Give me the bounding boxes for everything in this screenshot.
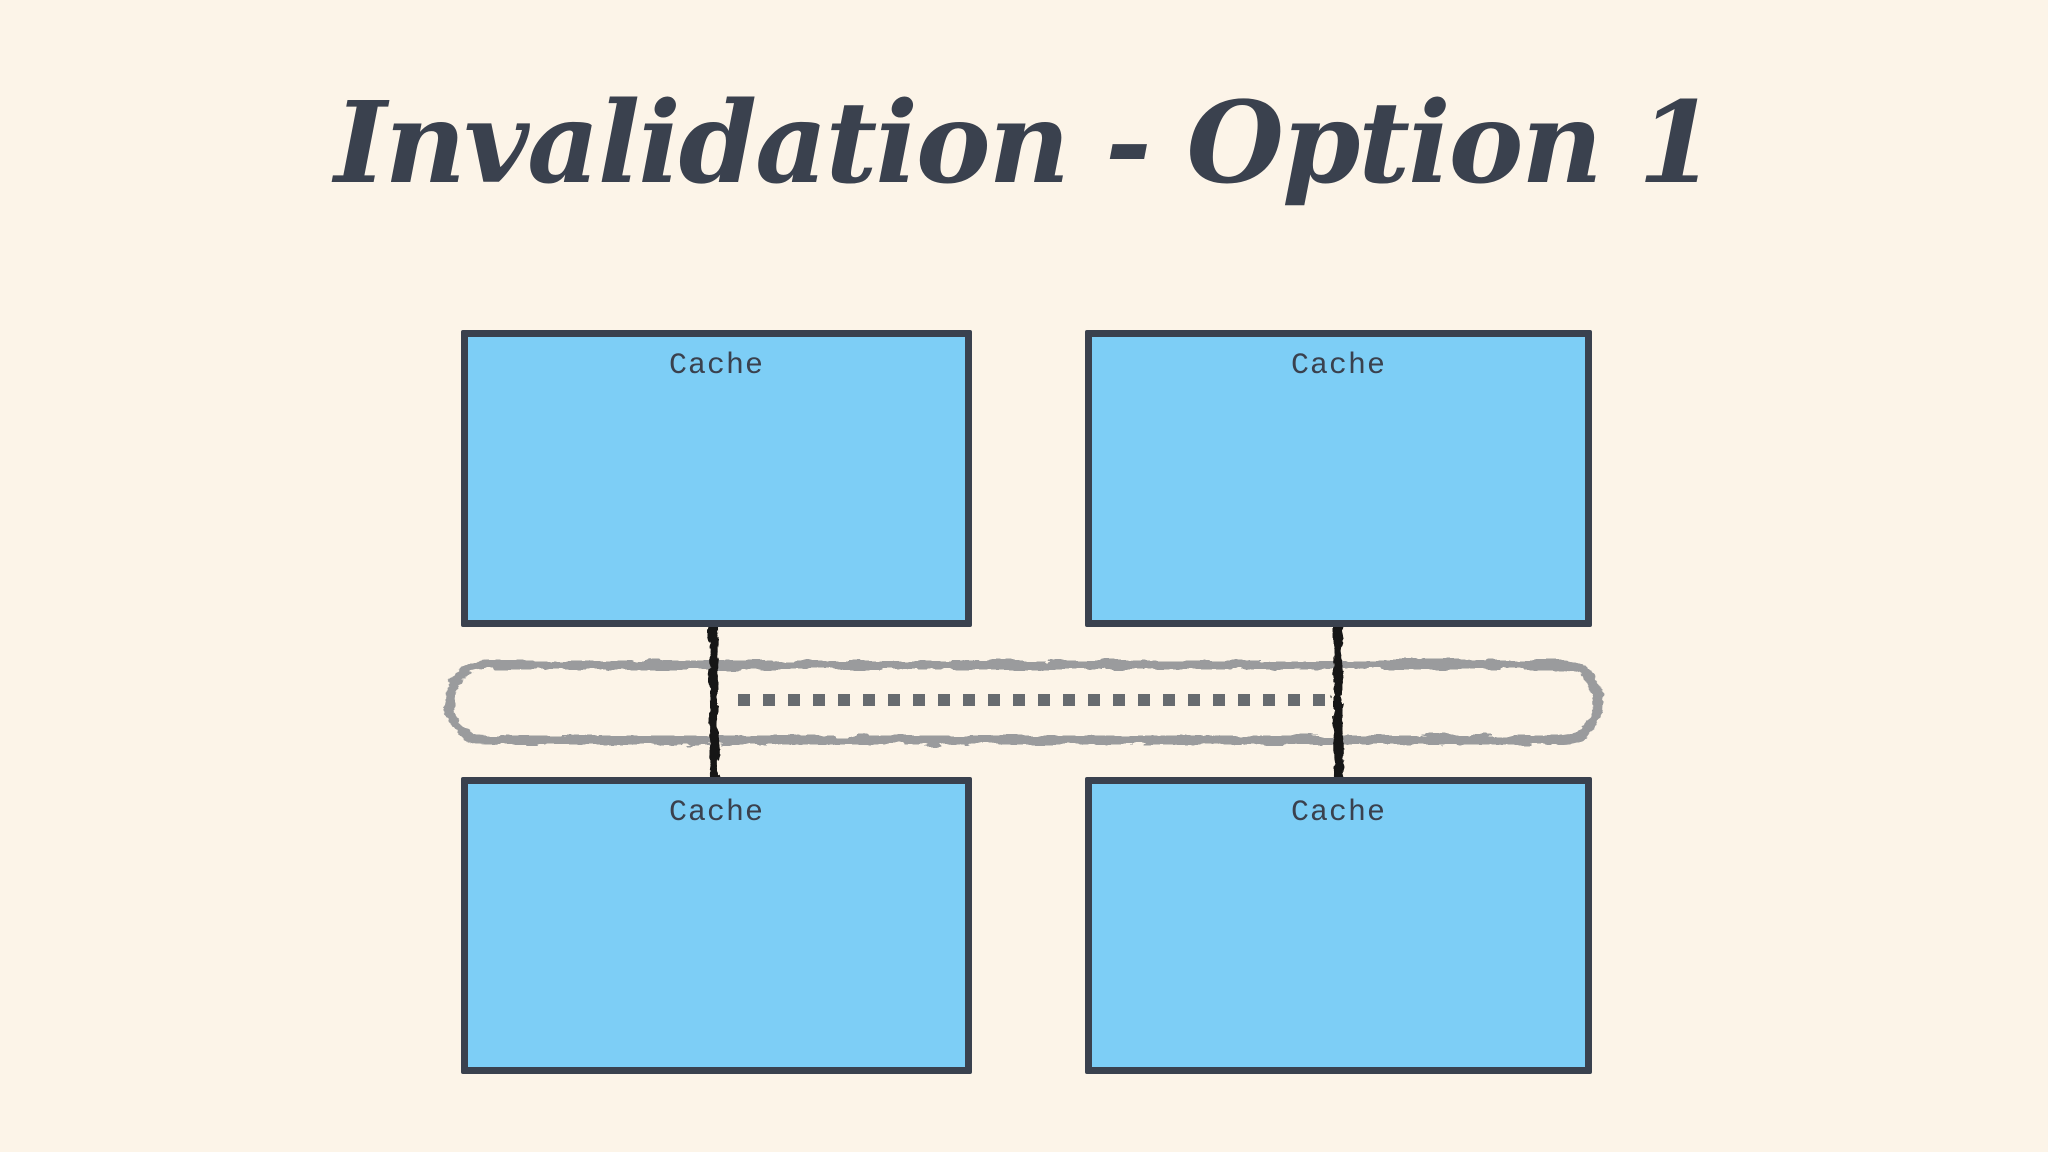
- bus-outline: [445, 660, 1603, 745]
- cache-box-bottom-left: Cache: [461, 777, 972, 1074]
- cache-box-label: Cache: [668, 796, 764, 830]
- cache-box-top-left: Cache: [461, 330, 972, 627]
- connector-right: [1331, 621, 1342, 783]
- slide-title: Invalidation - Option 1: [334, 78, 1716, 209]
- cache-box-label: Cache: [1290, 796, 1386, 830]
- connector-left: [707, 621, 718, 785]
- cache-box-label: Cache: [668, 349, 764, 383]
- cache-box-top-right: Cache: [1085, 330, 1592, 627]
- cache-box-label: Cache: [1290, 349, 1386, 383]
- cache-box-bottom-right: Cache: [1085, 777, 1592, 1074]
